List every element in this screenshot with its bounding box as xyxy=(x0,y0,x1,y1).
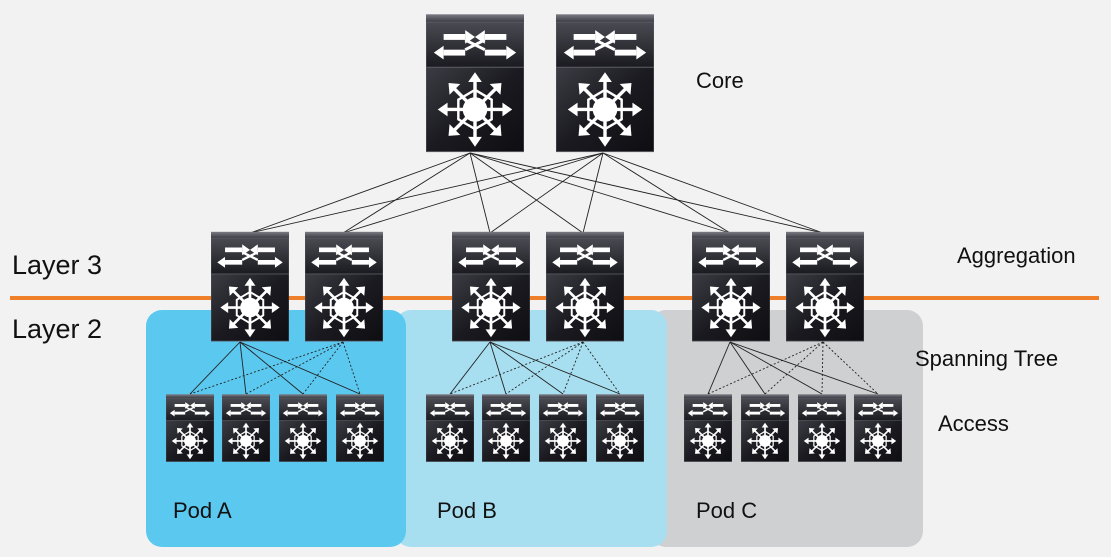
pod-c-label: Pod C xyxy=(696,498,758,523)
access-switch-b1 xyxy=(426,393,474,463)
access-switch-a2 xyxy=(222,393,270,463)
pod-a-background xyxy=(146,310,406,547)
access-switch-c3 xyxy=(798,393,846,463)
aggregation-switch-c2 xyxy=(786,231,864,342)
aggregation-switch-a1 xyxy=(211,231,289,342)
access-switch-b2 xyxy=(482,393,530,463)
pod-b-label: Pod B xyxy=(437,498,497,523)
layer3-label: Layer 3 xyxy=(12,250,103,280)
core-label: Core xyxy=(696,68,744,93)
access-switch-b3 xyxy=(539,393,587,463)
access-links xyxy=(189,341,879,395)
aggregation-switch-c1 xyxy=(692,231,770,342)
spanning-tree-label: Spanning Tree xyxy=(915,346,1059,371)
aggregation-label: Aggregation xyxy=(957,243,1076,268)
aggregation-switch-a2 xyxy=(305,231,383,342)
layer2-label: Layer 2 xyxy=(12,314,103,344)
access-switch-b4 xyxy=(596,393,644,463)
access-label: Access xyxy=(938,411,1009,436)
core-switches xyxy=(426,13,654,153)
access-switch-a3 xyxy=(279,393,327,463)
core-switch-2 xyxy=(556,13,654,153)
access-switch-c4 xyxy=(854,393,902,463)
aggregation-switch-b2 xyxy=(546,231,624,342)
core-links xyxy=(249,152,824,234)
access-switch-c1 xyxy=(684,393,732,463)
access-switch-c2 xyxy=(741,393,789,463)
access-switch-a4 xyxy=(336,393,384,463)
core-switch-1 xyxy=(426,13,524,153)
pod-a-label: Pod A xyxy=(173,498,232,523)
pod-b-background xyxy=(395,310,667,547)
access-switch-a1 xyxy=(166,393,214,463)
aggregation-switch-b1 xyxy=(452,231,530,342)
